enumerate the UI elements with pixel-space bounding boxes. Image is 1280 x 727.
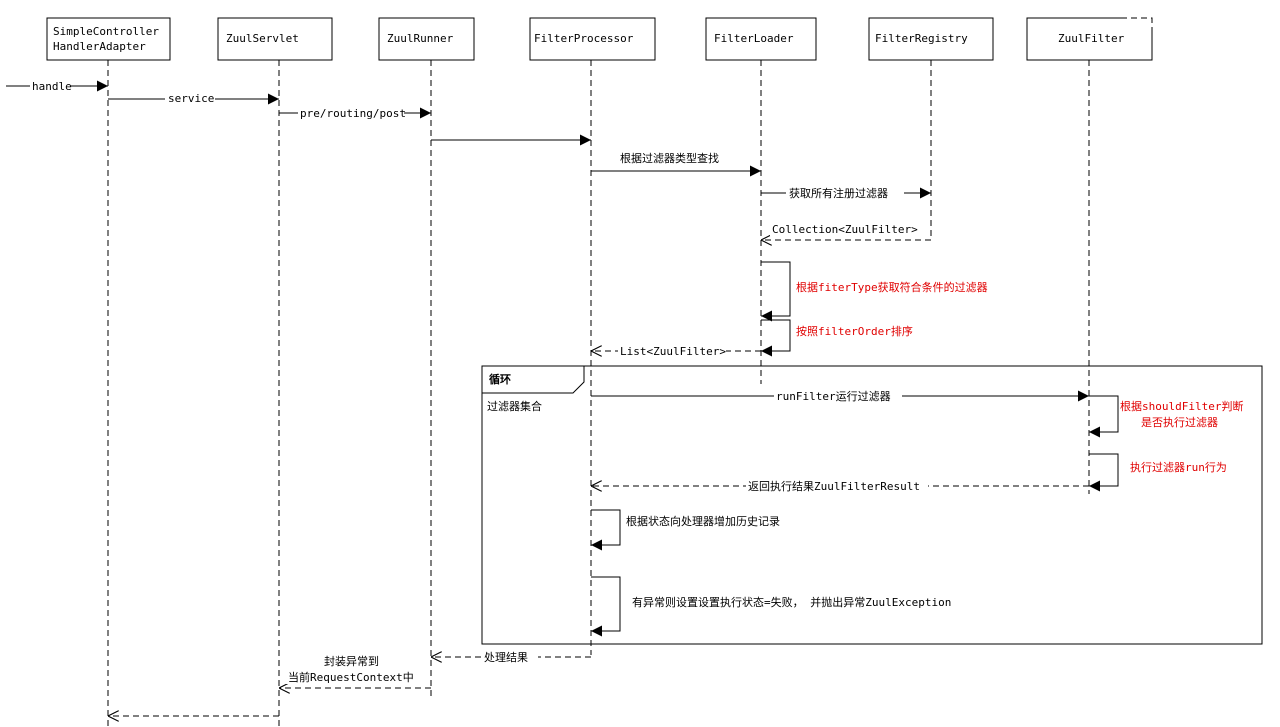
note-filter-by-type: 根据fiterType获取符合条件的过滤器 <box>796 280 988 294</box>
loop-condition: 过滤器集合 <box>487 399 542 413</box>
participant-filterprocessor: FilterProcessor <box>529 17 656 61</box>
message-return-result: 返回执行结果ZuulFilterResult <box>591 479 1089 493</box>
loop-fragment: 循环 过滤器集合 <box>481 365 1263 645</box>
message-label-line-1: 封装异常到 <box>324 654 379 668</box>
message-service: service <box>108 92 279 106</box>
self-message-execute-run: 执行过滤器run行为 <box>1089 453 1227 492</box>
message-label: runFilter运行过滤器 <box>776 390 891 403</box>
message-label: 根据状态向处理器增加历史记录 <box>626 514 780 528</box>
participant-label: ZuulRunner <box>387 32 454 45</box>
message-label: List<ZuulFilter> <box>620 345 726 358</box>
participant-label: FilterLoader <box>714 32 794 45</box>
participant-filterloader: FilterLoader <box>705 17 817 61</box>
message-lookup-by-type: 根据过滤器类型查找 <box>591 151 761 177</box>
note-sort-by-order: 按照filterOrder排序 <box>796 324 913 338</box>
note-should-filter-line-1: 根据shouldFilter判断 <box>1120 399 1243 413</box>
message-label: pre/routing/post <box>300 107 406 120</box>
participant-zuulfilter: ZuulFilter <box>1026 17 1153 61</box>
message-process-result: 处理结果 <box>431 650 591 664</box>
message-list-return: List<ZuulFilter> <box>591 344 761 358</box>
message-label: 处理结果 <box>484 651 528 664</box>
loop-keyword: 循环 <box>489 372 511 386</box>
message-label: 根据过滤器类型查找 <box>620 151 719 165</box>
participant-label-line-1: SimpleController <box>53 25 159 38</box>
message-run-filter: runFilter运行过滤器 <box>591 389 1089 403</box>
message-wrap-exception: 封装异常到 当前RequestContext中 <box>279 654 431 688</box>
participant-simplecontroller: SimpleController HandlerAdapter <box>46 17 171 61</box>
message-label: handle <box>32 80 72 93</box>
message-label: service <box>168 92 214 105</box>
note-execute-run: 执行过滤器run行为 <box>1130 460 1227 474</box>
message-pre-routing-post: pre/routing/post <box>279 106 431 120</box>
message-get-all-registered: 获取所有注册过滤器 <box>761 186 931 200</box>
message-label: 获取所有注册过滤器 <box>789 186 888 200</box>
participant-zuulrunner: ZuulRunner <box>378 17 475 61</box>
message-collection-return: Collection<ZuulFilter> <box>761 222 931 240</box>
self-message-should-filter: 根据shouldFilter判断 是否执行过滤器 <box>1089 395 1243 438</box>
self-message-exception-handling: 有异常则设置设置执行状态=失败， 并抛出异常ZuulException <box>591 576 951 637</box>
note-should-filter-line-2: 是否执行过滤器 <box>1141 415 1218 429</box>
self-message-filter-by-type: 根据fiterType获取符合条件的过滤器 <box>761 261 988 322</box>
message-label: Collection<ZuulFilter> <box>772 223 918 236</box>
participant-label: FilterProcessor <box>534 32 634 45</box>
message-label: 返回执行结果ZuulFilterResult <box>748 479 920 493</box>
self-message-sort-by-order: 按照filterOrder排序 <box>761 319 913 357</box>
participant-label: FilterRegistry <box>875 32 968 45</box>
participant-label: ZuulServlet <box>226 32 299 45</box>
message-handle: handle <box>6 79 108 93</box>
participant-filterregistry: FilterRegistry <box>868 17 994 61</box>
participant-zuulservlet: ZuulServlet <box>217 17 333 61</box>
message-label-line-2: 当前RequestContext中 <box>288 670 414 684</box>
participant-label-line-2: HandlerAdapter <box>53 40 146 53</box>
participant-label: ZuulFilter <box>1058 32 1125 45</box>
message-label: 有异常则设置设置执行状态=失败， 并抛出异常ZuulException <box>632 595 951 609</box>
self-message-add-history: 根据状态向处理器增加历史记录 <box>591 509 780 551</box>
